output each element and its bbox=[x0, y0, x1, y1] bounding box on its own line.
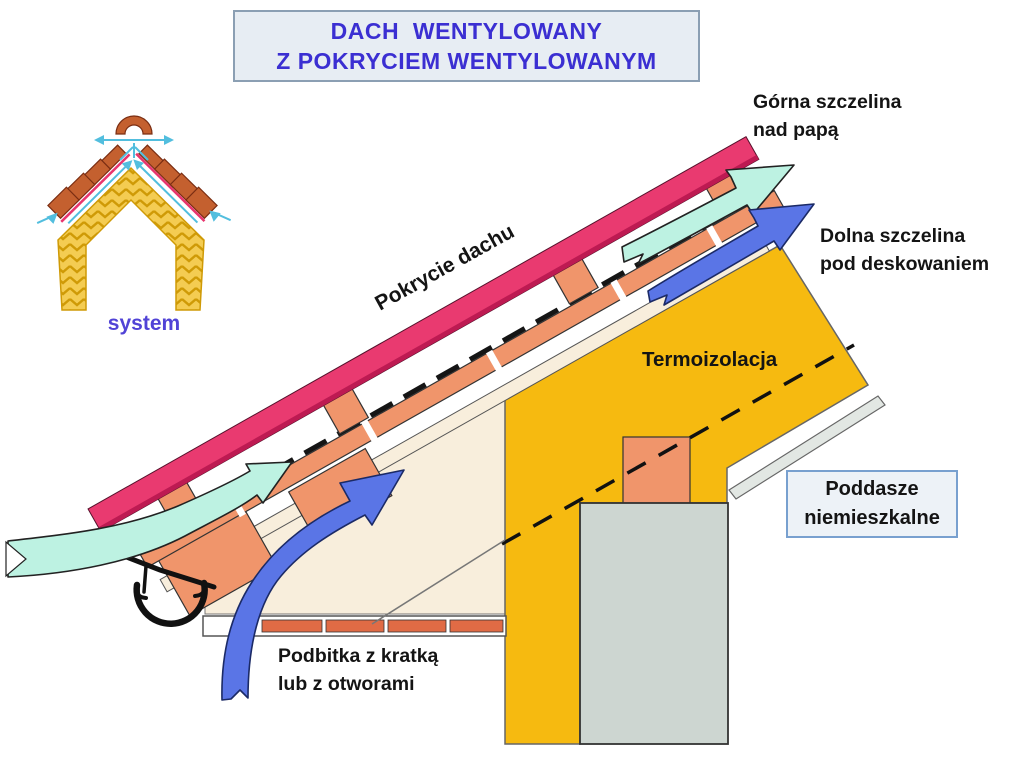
roof-layer-package bbox=[87, 135, 785, 617]
label-soffit: Podbitka z kratką lub z otworami bbox=[278, 645, 439, 695]
roof-boarding bbox=[137, 189, 785, 569]
eave-gutter bbox=[121, 553, 217, 627]
icon-insulation bbox=[57, 166, 205, 311]
icon-ridge-cap bbox=[115, 115, 153, 135]
drip-edge bbox=[121, 553, 217, 590]
vapour-barrier-dashes bbox=[501, 343, 855, 546]
lower-slot-outlet-arrow bbox=[647, 203, 815, 306]
title-line1: DACH WENTYLOWANY bbox=[330, 18, 603, 44]
title-line2: Z POKRYCIEM WENTYLOWANYM bbox=[276, 48, 657, 74]
label-lower-slot: Dolna szczelina pod deskowaniem bbox=[820, 225, 990, 275]
soffit-inlet-arrow bbox=[221, 469, 405, 701]
icon-right-slope bbox=[133, 144, 232, 224]
icon-membrane-left bbox=[60, 153, 131, 223]
eave-inner-line bbox=[371, 539, 506, 625]
label-thermal-insulation: Termoizolacja bbox=[642, 348, 778, 371]
attic-wall bbox=[579, 502, 729, 745]
system-roof-icon bbox=[36, 115, 232, 311]
interior-lining-strip bbox=[728, 395, 886, 500]
label-system: system bbox=[107, 312, 181, 335]
title-box: DACH WENTYLOWANY Z POKRYCIEM WENTYLOWANY… bbox=[233, 10, 700, 82]
icon-left-slope bbox=[36, 144, 133, 224]
label-upper-slot: Górna szczelina nad papą bbox=[753, 91, 902, 141]
upper-slot-inlet-arrow bbox=[7, 461, 293, 578]
attic-label-box: Poddasze niemieszkalne bbox=[786, 470, 958, 538]
gutter-icon bbox=[133, 579, 208, 627]
icon-membrane-right bbox=[135, 152, 206, 222]
arrow-tail-notch bbox=[5, 540, 27, 578]
icon-ridge-airflow bbox=[94, 135, 174, 161]
icon-airflow-arrow bbox=[121, 160, 133, 171]
soffit-assembly bbox=[202, 539, 507, 637]
